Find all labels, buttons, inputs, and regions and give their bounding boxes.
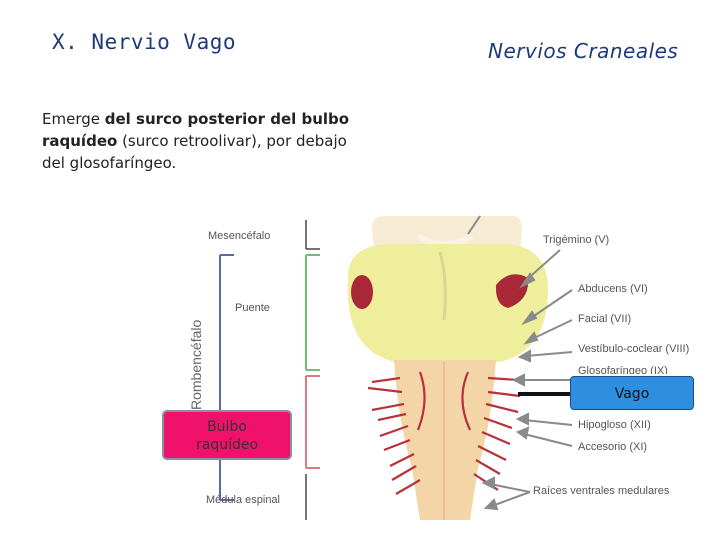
description-bold: del surco posterior del bulbo raquídeo [42, 110, 350, 150]
slide-subtitle: Nervios Craneales [488, 39, 679, 63]
label-facial: Facial (VII) [578, 313, 632, 325]
label-vestibulo-coclear: Vestíbulo-coclear (VIII) [578, 343, 690, 355]
vago-box: Vago [570, 376, 694, 410]
label-trigemino: Trigémino (V) [543, 234, 610, 246]
bulbo-line-2: raquídeo [195, 437, 259, 453]
trigeminal-stump-right [495, 274, 529, 308]
label-abducens: Abducens (VI) [578, 283, 648, 295]
label-medula-espinal: Médula espinal [206, 494, 280, 506]
label-accesorio: Accesorio (XI) [578, 441, 648, 453]
label-hipogloso: Hipogloso (XII) [578, 419, 651, 431]
label-rombencefalo: Rombencéfalo [188, 319, 204, 410]
label-glosofaringeo: Glosofaríngeo (IX) [578, 365, 668, 374]
pons [347, 244, 548, 362]
pointer-arrows [467, 215, 573, 511]
trigeminal-stump-left [351, 275, 373, 309]
midbrain [372, 216, 522, 252]
description-part-2: (surco retroolivar), por debajo del glos… [42, 132, 347, 172]
bulbo-raquideo-box: Bulbo raquídeo [162, 410, 292, 460]
label-mesencefalo: Mesencéfalo [208, 230, 271, 242]
slide-title: X. Nervio Vago [52, 30, 237, 54]
description-part-1: Emerge [42, 110, 105, 128]
bulbo-line-1: Bulbo [207, 419, 247, 435]
description-text: Emerge del surco posterior del bulbo raq… [42, 108, 362, 174]
label-puente: Puente [235, 302, 270, 314]
label-raices-ventrales: Raíces ventrales medulares [533, 485, 670, 497]
